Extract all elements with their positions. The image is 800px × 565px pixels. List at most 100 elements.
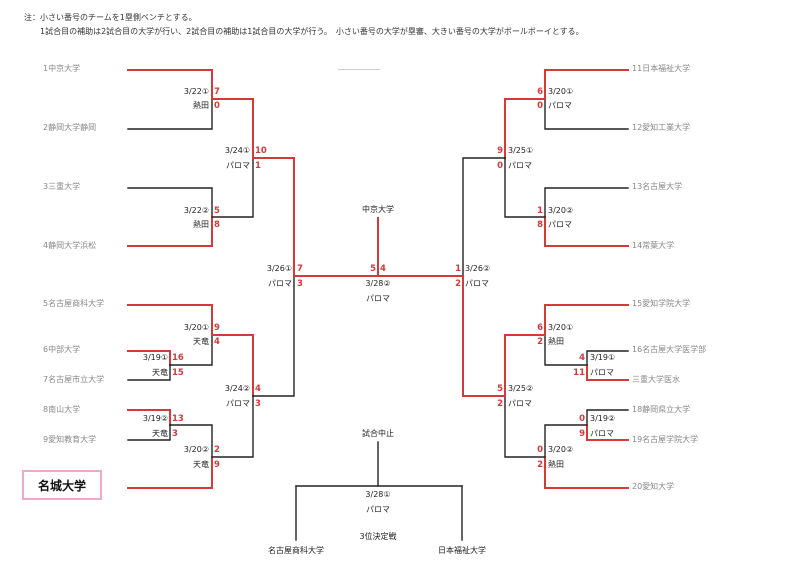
bracket-line	[211, 157, 254, 218]
match-score: 15	[172, 368, 184, 378]
match-date: 3/20②	[548, 206, 574, 215]
match-venue: パロマ	[226, 399, 250, 408]
bracket-line	[504, 395, 546, 458]
third-right-team: 日本福祉大学	[438, 546, 486, 555]
match-score: 2	[537, 460, 543, 470]
third-title: 3位決定戦	[359, 532, 397, 541]
match-score: 1	[255, 161, 261, 171]
bracket-line	[127, 304, 213, 336]
match-date: 3/19②	[142, 414, 168, 423]
match-score: 7	[297, 264, 303, 274]
match-score: 4	[255, 384, 261, 394]
match-score: 7	[214, 87, 220, 97]
match-venue: 天竜	[193, 337, 209, 346]
bracket-line	[169, 424, 213, 458]
bracket-line	[127, 216, 213, 247]
bracket-line	[544, 69, 629, 100]
third-status: 試合中止	[362, 429, 394, 438]
match-date: 3/19②	[590, 414, 616, 423]
team-5: 5名古屋商科大学	[43, 299, 105, 308]
bracket-line	[127, 187, 213, 218]
match-score: 4	[214, 337, 220, 347]
bracket-line	[127, 364, 171, 381]
bracket-line	[462, 275, 506, 397]
bracket-line	[211, 98, 254, 159]
bracket-line	[504, 98, 546, 159]
match-venue: パロマ	[268, 279, 292, 288]
team-20: 20愛知大学	[632, 482, 675, 491]
match-score: 0	[579, 414, 585, 424]
bracket-line	[462, 157, 506, 277]
team-18: 18静岡県立大学	[632, 405, 691, 414]
team-12: 12愛知工業大学	[632, 123, 691, 132]
match-score: 2	[537, 337, 543, 347]
champion-label: 中京大学	[362, 205, 394, 214]
bracket-line	[544, 216, 629, 247]
match-date: 3/26①	[266, 264, 292, 273]
match-date: 3/24①	[224, 146, 250, 155]
match-date: 3/26②	[465, 264, 491, 273]
team-15: 15愛知学院大学	[632, 299, 691, 308]
match-venue: パロマ	[508, 399, 532, 408]
match-score: 3	[255, 399, 261, 409]
match-score: 4	[579, 353, 585, 363]
match-venue: 熱田	[548, 460, 564, 469]
third-venue: パロマ	[366, 505, 390, 514]
match-score: 9	[214, 460, 220, 470]
bracket-line	[544, 334, 588, 366]
match-date: 3/24②	[224, 384, 250, 393]
match-score: 16	[172, 353, 184, 363]
match-score: 9	[579, 429, 585, 439]
match-score: 2	[214, 445, 220, 455]
match-date: 3/22①	[183, 87, 209, 96]
bracket-line	[169, 334, 213, 366]
bracket-line	[586, 350, 629, 366]
match-score: 2	[455, 279, 461, 289]
team-7: 7名古屋市立大学	[43, 375, 105, 384]
bracket-line	[127, 69, 213, 100]
match-date: 3/19①	[142, 353, 168, 362]
note-line-1: 注：小さい番号のチームを1塁側ベンチとする。	[24, 13, 197, 22]
match-score: 0	[537, 445, 543, 455]
bracket-line	[504, 334, 546, 397]
match-score: 13	[172, 414, 184, 424]
match-date: 3/20①	[548, 87, 574, 96]
final-score-left: 5	[370, 264, 376, 274]
bracket-line	[211, 395, 254, 458]
match-venue: パロマ	[508, 161, 532, 170]
divider	[338, 69, 380, 70]
match-date: 3/20①	[548, 323, 574, 332]
bracket-line	[252, 275, 295, 397]
team-10: 名城大学	[37, 478, 86, 493]
bracket-line	[211, 334, 254, 397]
bracket-line	[586, 409, 629, 426]
match-score: 0	[214, 101, 220, 111]
match-score: 11	[573, 368, 585, 378]
match-score: 1	[455, 264, 461, 274]
bracket-line	[127, 350, 171, 366]
match-score: 0	[537, 101, 543, 111]
match-venue: 熱田	[193, 220, 209, 229]
bracket-line	[252, 157, 295, 277]
match-date: 3/25①	[508, 146, 534, 155]
match-venue: パロマ	[226, 161, 250, 170]
final-venue: パロマ	[366, 294, 390, 303]
team-3: 3三重大学	[43, 182, 81, 191]
match-score: 8	[537, 220, 543, 230]
team-19: 19名古屋学院大学	[632, 435, 699, 444]
final-score-right: 4	[380, 264, 386, 274]
bracket-line	[544, 424, 588, 458]
match-score: 1	[537, 206, 543, 216]
match-venue: パロマ	[590, 368, 614, 377]
bracket-line	[586, 424, 629, 441]
match-venue: 天竜	[152, 429, 168, 438]
match-score: 9	[214, 323, 220, 333]
bracket-line	[127, 98, 213, 130]
bracket-line	[127, 424, 171, 441]
team-4: 4静岡大学浜松	[43, 241, 97, 250]
third-date: 3/28①	[365, 490, 391, 499]
bracket-line	[586, 364, 629, 381]
match-venue: パロマ	[548, 220, 572, 229]
match-venue: パロマ	[590, 429, 614, 438]
